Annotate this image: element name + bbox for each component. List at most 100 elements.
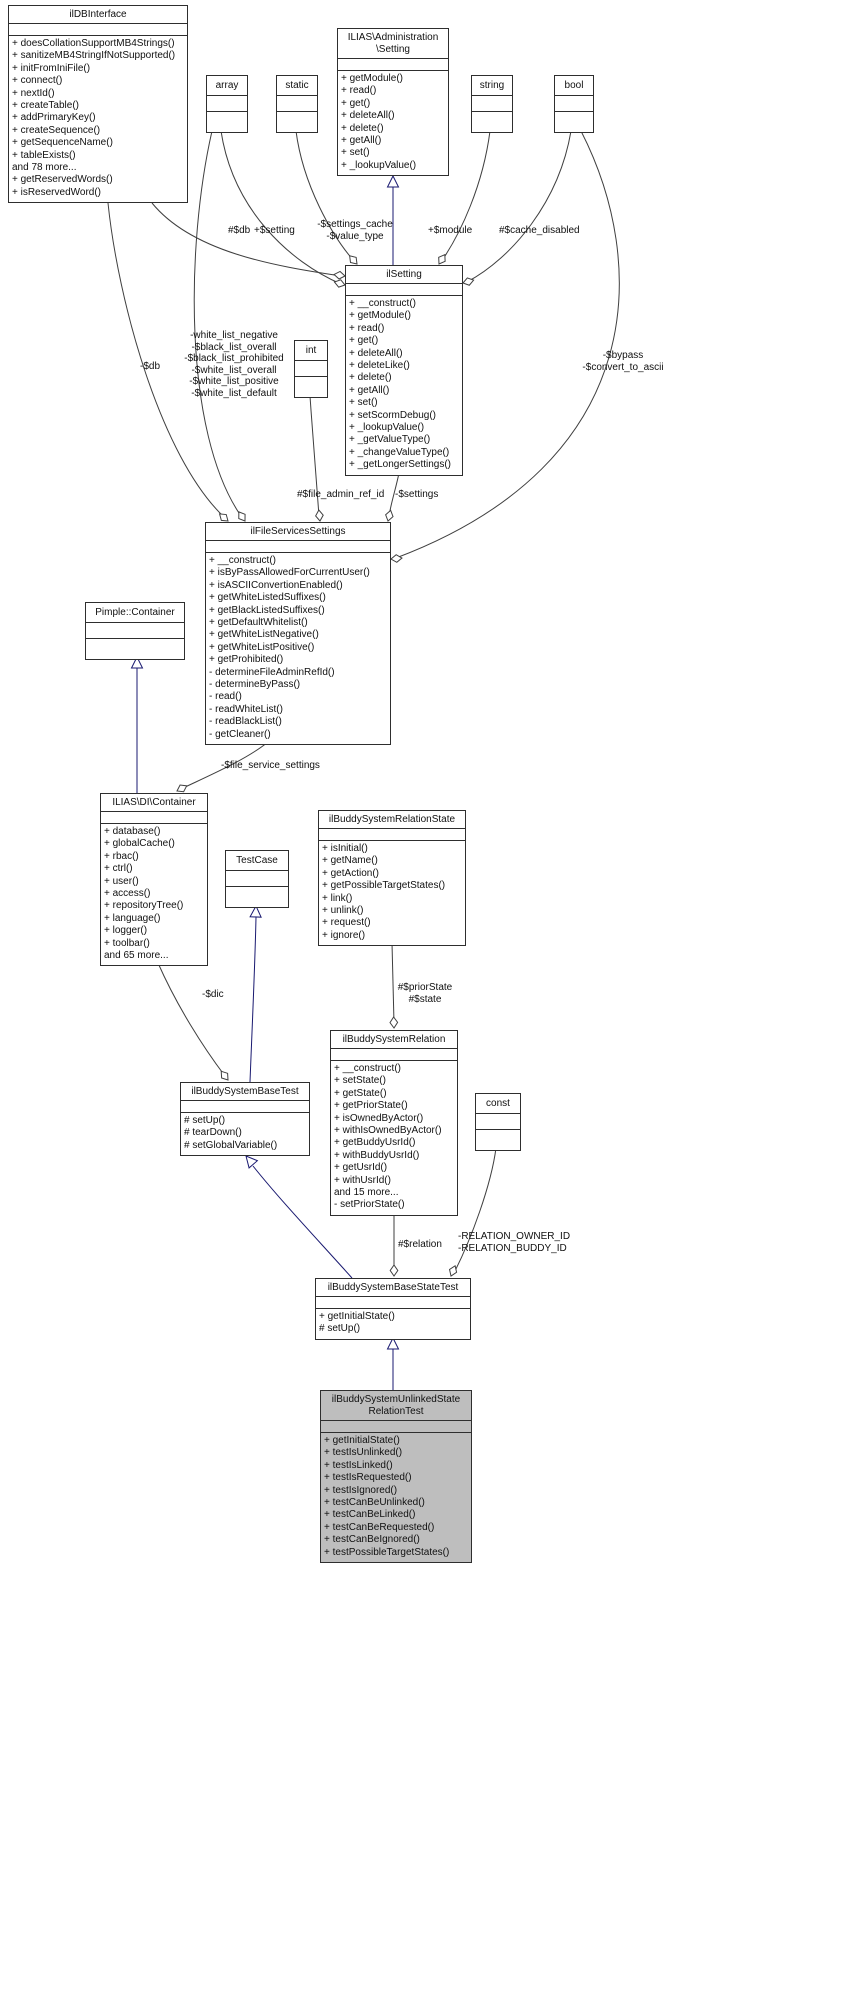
methods-compartment: + isInitial()+ getName()+ getAction()+ g… (319, 840, 465, 945)
edge-label: #$file_admin_ref_id (297, 489, 385, 500)
methods-compartment: + doesCollationSupportMB4Strings()+ sani… (9, 35, 187, 202)
attributes-compartment (338, 58, 448, 70)
edge-label: #$db (228, 225, 251, 236)
aggregation-diamond-array_fss (238, 511, 246, 522)
class-title: static (285, 80, 309, 91)
aggregation-diamond-bool_setting (462, 277, 475, 286)
class-title: ilBuddySystemRelationState (328, 814, 456, 825)
edge-label: -$file_service_settings (221, 760, 320, 771)
inheritance-arrow-basetest_testcase (249, 904, 262, 918)
methods-compartment: + getInitialState()# setUp() (316, 1308, 470, 1339)
edge-label: #$relation (398, 1239, 442, 1250)
methods-compartment: # setUp()# tearDown()# setGlobalVariable… (181, 1112, 309, 1155)
edge-label: -white_list_negative-$black_list_overall… (184, 330, 284, 399)
aggregation-diamond-setting_fss (385, 509, 394, 522)
attributes-compartment (476, 1113, 520, 1129)
aggregation-diamond-const_basestatetest (448, 1264, 458, 1277)
class-node-ilBuddySystemRelation[interactable]: ilBuddySystemRelation + __construct()+ se… (330, 1030, 458, 1216)
edge-label: -$settings (395, 489, 439, 500)
class-node-ilBuddySystemRelationState[interactable]: ilBuddySystemRelationState + isInitial()+… (318, 810, 466, 947)
class-node-bool: bool (554, 75, 594, 133)
class-node-ilBuddySystemBaseStateTest[interactable]: ilBuddySystemBaseStateTest+ getInitialSt… (315, 1278, 471, 1340)
attributes-compartment (277, 95, 317, 111)
aggregation-edge-bool_fss (395, 130, 620, 559)
inheritance-arrow-unlinked_basestatetest (386, 1336, 400, 1350)
inheritance-arrow-basestatetest_basetest (245, 1155, 259, 1169)
class-title: ilFileServicesSettings (250, 526, 346, 537)
class-title: array (215, 80, 239, 91)
attributes-compartment (9, 23, 187, 35)
aggregation-diamond-array_setting (333, 279, 346, 288)
class-title: ILIAS\Administration\Setting (347, 32, 439, 55)
methods-compartment (476, 1129, 520, 1150)
edge-label: -RELATION_OWNER_ID-RELATION_BUDDY_ID (458, 1231, 571, 1254)
aggregation-edge-fss_dic (180, 741, 269, 790)
class-title: bool (564, 80, 584, 91)
aggregation-edge-bool_setting (466, 130, 572, 283)
class-title: ilSetting (386, 269, 422, 280)
class-node-array: array (206, 75, 248, 133)
inheritance-edge-basetest_testcase (249, 916, 257, 1083)
class-title: ilBuddySystemRelation (342, 1034, 446, 1045)
aggregation-edge-db_fss (107, 202, 225, 518)
class-node-Pimple-Container[interactable]: Pimple::Container (85, 602, 185, 660)
attributes-compartment (555, 95, 593, 111)
aggregation-diamond-static_setting (349, 255, 358, 265)
aggregation-diamond-db_setting (333, 270, 346, 280)
attributes-compartment (321, 1420, 471, 1432)
class-node-ilDBInterface[interactable]: ilDBInterface+ doesCollationSupportMB4St… (8, 5, 188, 204)
class-node-ilSetting[interactable]: ilSetting + __construct()+ getModule()+ r… (345, 265, 463, 476)
edge-label: -$dic (202, 989, 224, 1000)
class-node-ilFileServicesSettings[interactable]: ilFileServicesSettings+ __construct()+ i… (205, 522, 391, 746)
methods-compartment (207, 111, 247, 132)
aggregation-edge-int_fss (309, 395, 320, 517)
attributes-compartment (226, 870, 288, 886)
attributes-compartment (181, 1100, 309, 1112)
aggregation-edge-const_basestatetest (454, 1147, 497, 1272)
attributes-compartment (101, 811, 207, 823)
attributes-compartment (331, 1048, 457, 1060)
aggregation-edge-string_setting (440, 130, 491, 263)
inheritance-edge-basestatetest_basetest (252, 1165, 353, 1279)
class-node-TestCase[interactable]: TestCase (225, 850, 289, 908)
class-title: Pimple::Container (95, 607, 175, 618)
methods-compartment (226, 886, 288, 907)
aggregation-diamond-int_fss (315, 509, 324, 522)
aggregation-edge-static_setting (295, 130, 355, 262)
aggregation-diamond-relation_basestatetest (389, 1264, 399, 1277)
class-node-string: string (471, 75, 513, 133)
class-title: int (305, 345, 317, 356)
methods-compartment (277, 111, 317, 132)
aggregation-diamond-string_setting (438, 253, 446, 265)
inheritance-arrow-setting_adminsetting (386, 174, 400, 188)
attributes-compartment (472, 95, 512, 111)
edge-label: #$priorState#$state (397, 982, 453, 1005)
attributes-compartment (319, 828, 465, 840)
class-node-int: int (294, 340, 328, 398)
attributes-compartment (207, 95, 247, 111)
methods-compartment (472, 111, 512, 132)
aggregation-diamond-dic_basetest (220, 1070, 229, 1081)
class-title: const (486, 1098, 510, 1109)
class-node-ILIAS-Administration-Setting[interactable]: ILIAS\Administration\Setting+ getModule(… (337, 28, 449, 177)
class-node-static: static (276, 75, 318, 133)
class-node-const: const (475, 1093, 521, 1151)
class-title: ILIAS\DI\Container (112, 797, 196, 808)
attributes-compartment (316, 1296, 470, 1308)
class-title: string (479, 80, 505, 91)
attributes-compartment (206, 540, 390, 552)
aggregation-diamond-bool_fss (390, 554, 403, 563)
methods-compartment: + __construct()+ getModule()+ read()+ ge… (346, 295, 462, 475)
aggregation-diamond-db_fss (218, 513, 229, 522)
class-node-ILIAS-DI-Container[interactable]: ILIAS\DI\Container + database()+ globalCa… (100, 793, 208, 967)
edge-label: -$settings_cache-$value_type (317, 219, 393, 242)
class-node-ilBuddySystemBaseTest[interactable]: ilBuddySystemBaseTest# setUp()# tearDown… (180, 1082, 310, 1157)
methods-compartment: + database()+ globalCache()+ rbac()+ ctr… (101, 823, 207, 965)
methods-compartment: + __construct()+ setState()+ getState()+… (331, 1060, 457, 1215)
edge-label: -$bypass-$convert_to_ascii (582, 350, 664, 373)
attributes-compartment (295, 360, 327, 376)
edge-label: -$db (140, 361, 161, 372)
